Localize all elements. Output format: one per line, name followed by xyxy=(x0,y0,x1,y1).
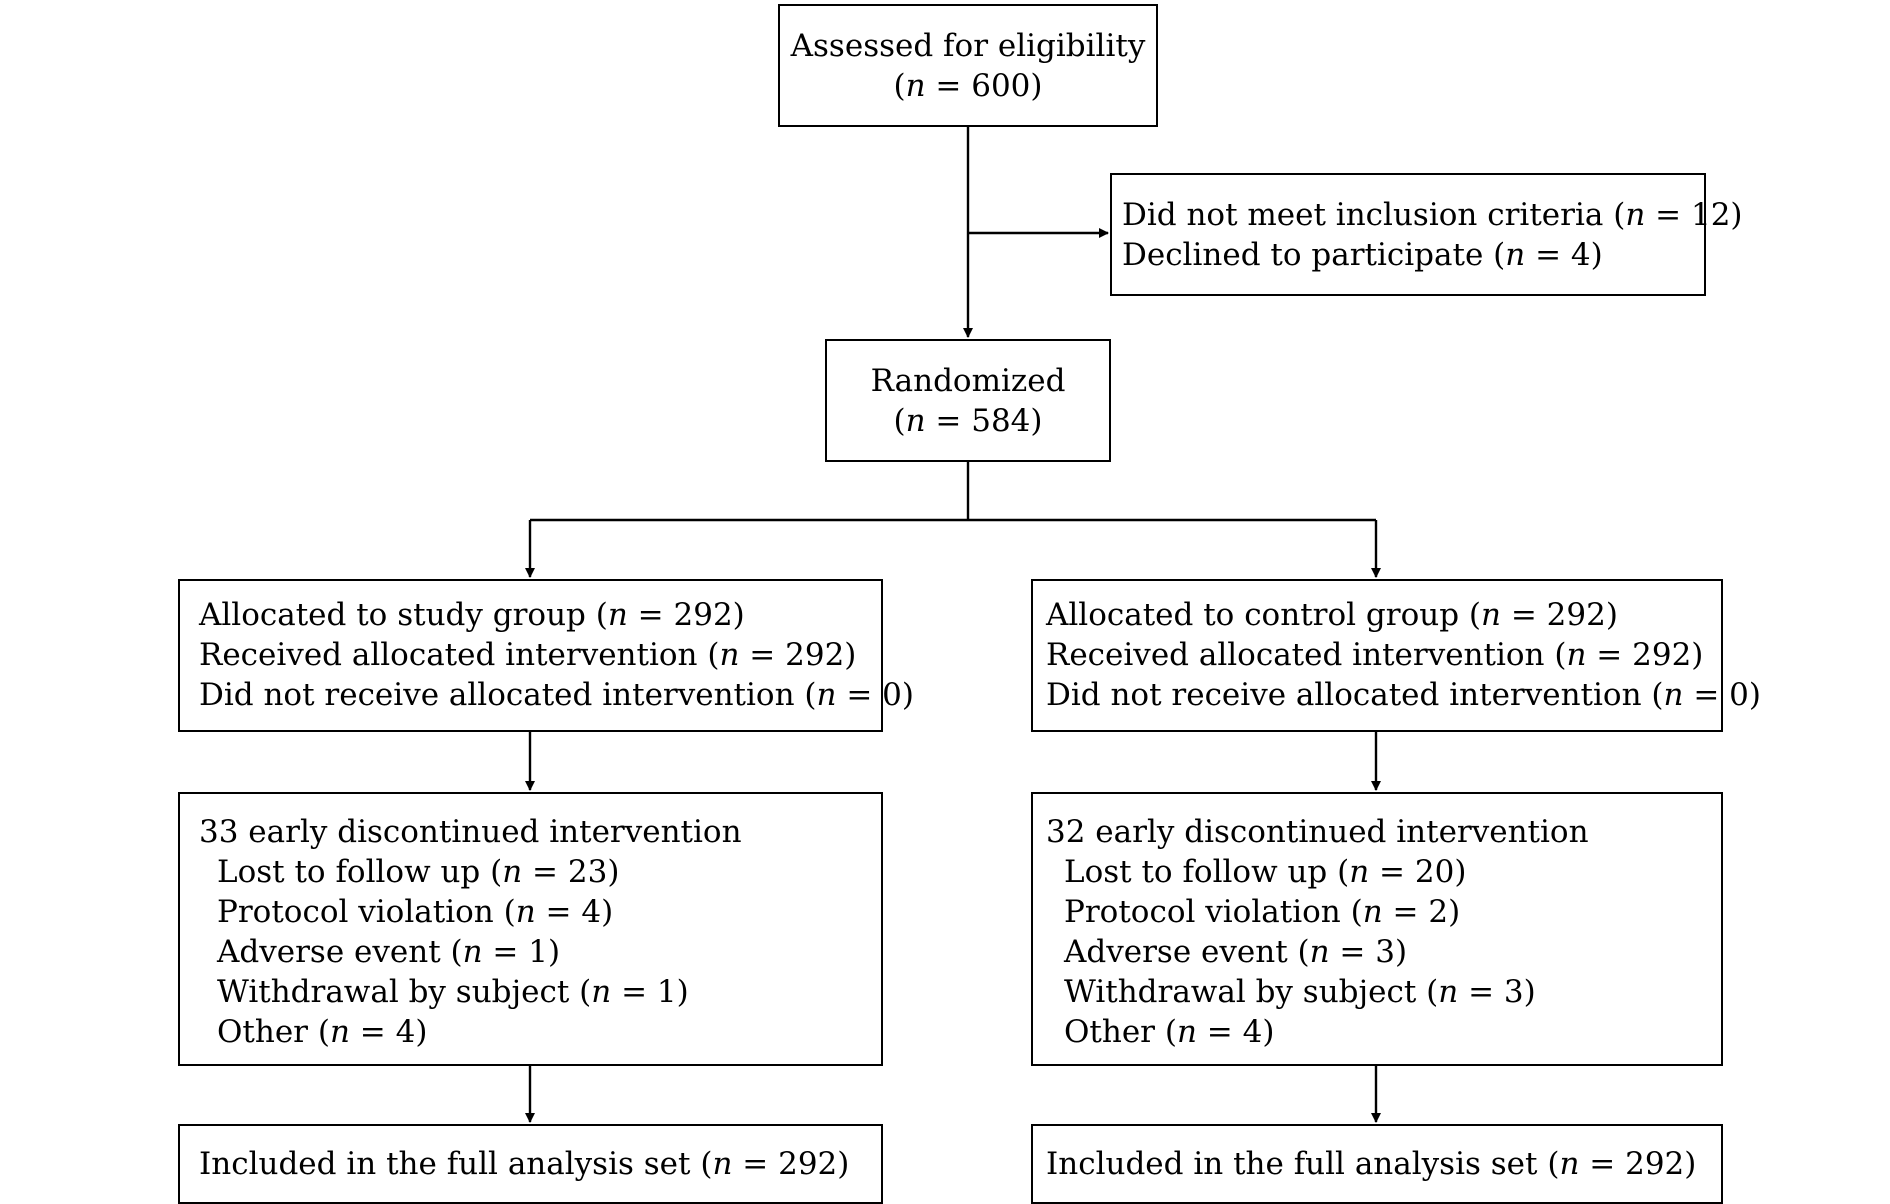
control-lost-line: Lost to follow up (n = 20) xyxy=(1064,854,1467,890)
control-allocated-line: Allocated to control group (n = 292) xyxy=(1046,597,1618,633)
study-adverse-line: Adverse event (n = 1) xyxy=(217,934,561,970)
study-analysis-line: Included in the full analysis set (n = 2… xyxy=(199,1146,850,1182)
randomized-title: Randomized xyxy=(870,363,1066,399)
study-discontinued-box: 33 early discontinued intervention Lost … xyxy=(178,792,883,1066)
control-allocation-box: Allocated to control group (n = 292) Rec… xyxy=(1031,579,1762,732)
study-discontinued-header: 33 early discontinued intervention xyxy=(199,814,742,850)
study-analysis-box: Included in the full analysis set (n = 2… xyxy=(178,1124,883,1204)
exclusion-criteria-line: Did not meet inclusion criteria (n = 12) xyxy=(1122,197,1743,233)
control-analysis-line: Included in the full analysis set (n = 2… xyxy=(1046,1146,1697,1182)
control-received-line: Received allocated intervention (n = 292… xyxy=(1046,637,1704,673)
exclusion-declined-line: Declined to participate (n = 4) xyxy=(1122,237,1603,273)
assessed-title: Assessed for eligibility xyxy=(790,28,1146,64)
study-protocol-line: Protocol violation (n = 4) xyxy=(217,894,614,930)
control-discontinued-box: 32 early discontinued intervention Lost … xyxy=(1031,792,1723,1066)
randomized-box: Randomized (n = 584) xyxy=(825,339,1111,462)
control-not-received-line: Did not receive allocated intervention (… xyxy=(1046,677,1762,713)
randomized-count: (n = 584) xyxy=(893,403,1043,439)
exclusion-box: Did not meet inclusion criteria (n = 12)… xyxy=(1110,173,1743,296)
assessed-box: Assessed for eligibility (n = 600) xyxy=(778,4,1158,127)
study-allocated-line: Allocated to study group (n = 292) xyxy=(199,597,745,633)
control-adverse-line: Adverse event (n = 3) xyxy=(1064,934,1408,970)
study-not-received-line: Did not receive allocated intervention (… xyxy=(199,677,915,713)
study-withdrawal-line: Withdrawal by subject (n = 1) xyxy=(217,974,689,1010)
control-other-line: Other (n = 4) xyxy=(1064,1014,1275,1050)
study-other-line: Other (n = 4) xyxy=(217,1014,428,1050)
control-analysis-box: Included in the full analysis set (n = 2… xyxy=(1031,1124,1723,1204)
control-withdrawal-line: Withdrawal by subject (n = 3) xyxy=(1064,974,1536,1010)
control-protocol-line: Protocol violation (n = 2) xyxy=(1064,894,1461,930)
study-lost-line: Lost to follow up (n = 23) xyxy=(217,854,620,890)
control-discontinued-header: 32 early discontinued intervention xyxy=(1046,814,1589,850)
assessed-count: (n = 600) xyxy=(893,68,1043,104)
study-allocation-box: Allocated to study group (n = 292) Recei… xyxy=(178,579,915,732)
study-received-line: Received allocated intervention (n = 292… xyxy=(199,637,857,673)
